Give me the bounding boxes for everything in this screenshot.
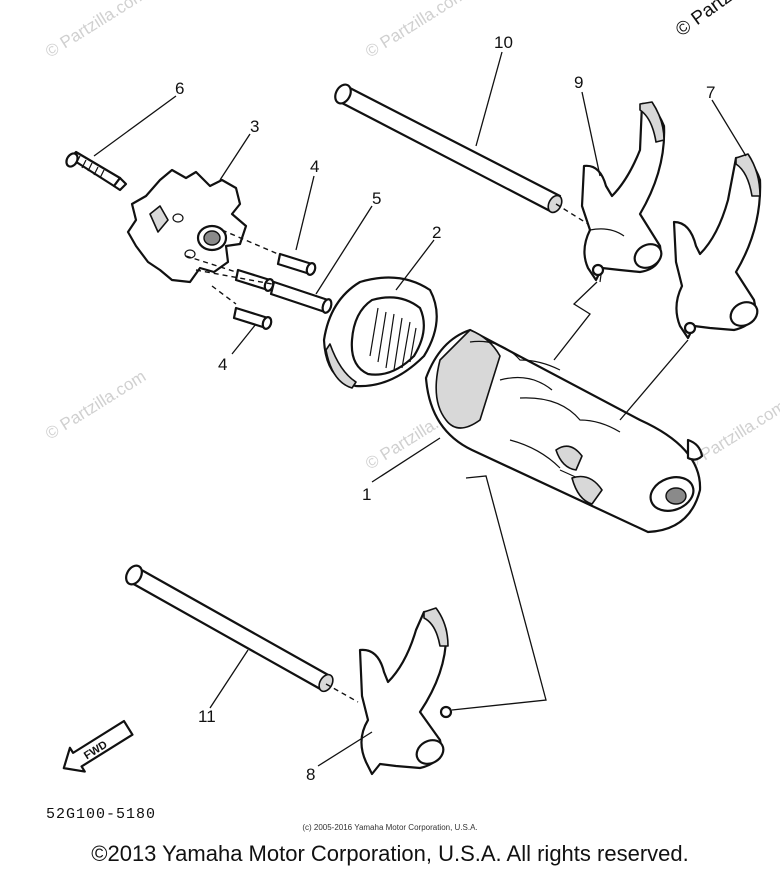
callout-5: 5 [372, 189, 381, 208]
segment-plate-part-3 [126, 168, 248, 284]
callout-6: 6 [175, 79, 184, 98]
shift-fork-part-9 [580, 101, 666, 283]
bearing-part-2 [322, 276, 438, 389]
shift-fork-part-7 [672, 153, 762, 340]
watermark: © Partzilla.com [42, 367, 149, 444]
callout-1: 1 [362, 485, 371, 504]
main-copyright: ©2013 Yamaha Motor Corporation, U.S.A. A… [91, 841, 689, 866]
assembly-lines [185, 229, 279, 305]
callout-4-upper: 4 [310, 157, 319, 176]
callout-9: 9 [574, 73, 583, 92]
watermark: © Partzilla.com [682, 397, 780, 474]
watermark: © Partzilla.com [42, 0, 149, 61]
shift-fork-part-8 [358, 607, 453, 776]
callout-leaders [93, 51, 747, 767]
long-pin-part-5 [269, 280, 333, 314]
callout-10: 10 [494, 33, 513, 52]
watermark: © Partzilla.com [362, 0, 469, 61]
callout-3: 3 [250, 117, 259, 136]
fork-shaft-part-10 [334, 83, 589, 225]
fwd-arrow: FWD [62, 719, 134, 773]
callout-7: 7 [706, 83, 715, 102]
callout-8: 8 [306, 765, 315, 784]
small-copyright: (c) 2005-2016 Yamaha Motor Corporation, … [302, 823, 478, 832]
callout-11: 11 [198, 707, 216, 726]
callout-4-lower: 4 [218, 355, 227, 374]
reference-lines [451, 281, 689, 711]
shift-drum-part-1 [424, 328, 704, 534]
callouts: 1 2 3 4 4 5 6 7 8 9 10 11 [175, 33, 715, 784]
callout-2: 2 [432, 223, 441, 242]
part-code: 52G100-5180 [46, 806, 157, 823]
screw-part-6 [65, 150, 128, 192]
fork-shaft-part-11 [125, 564, 359, 703]
